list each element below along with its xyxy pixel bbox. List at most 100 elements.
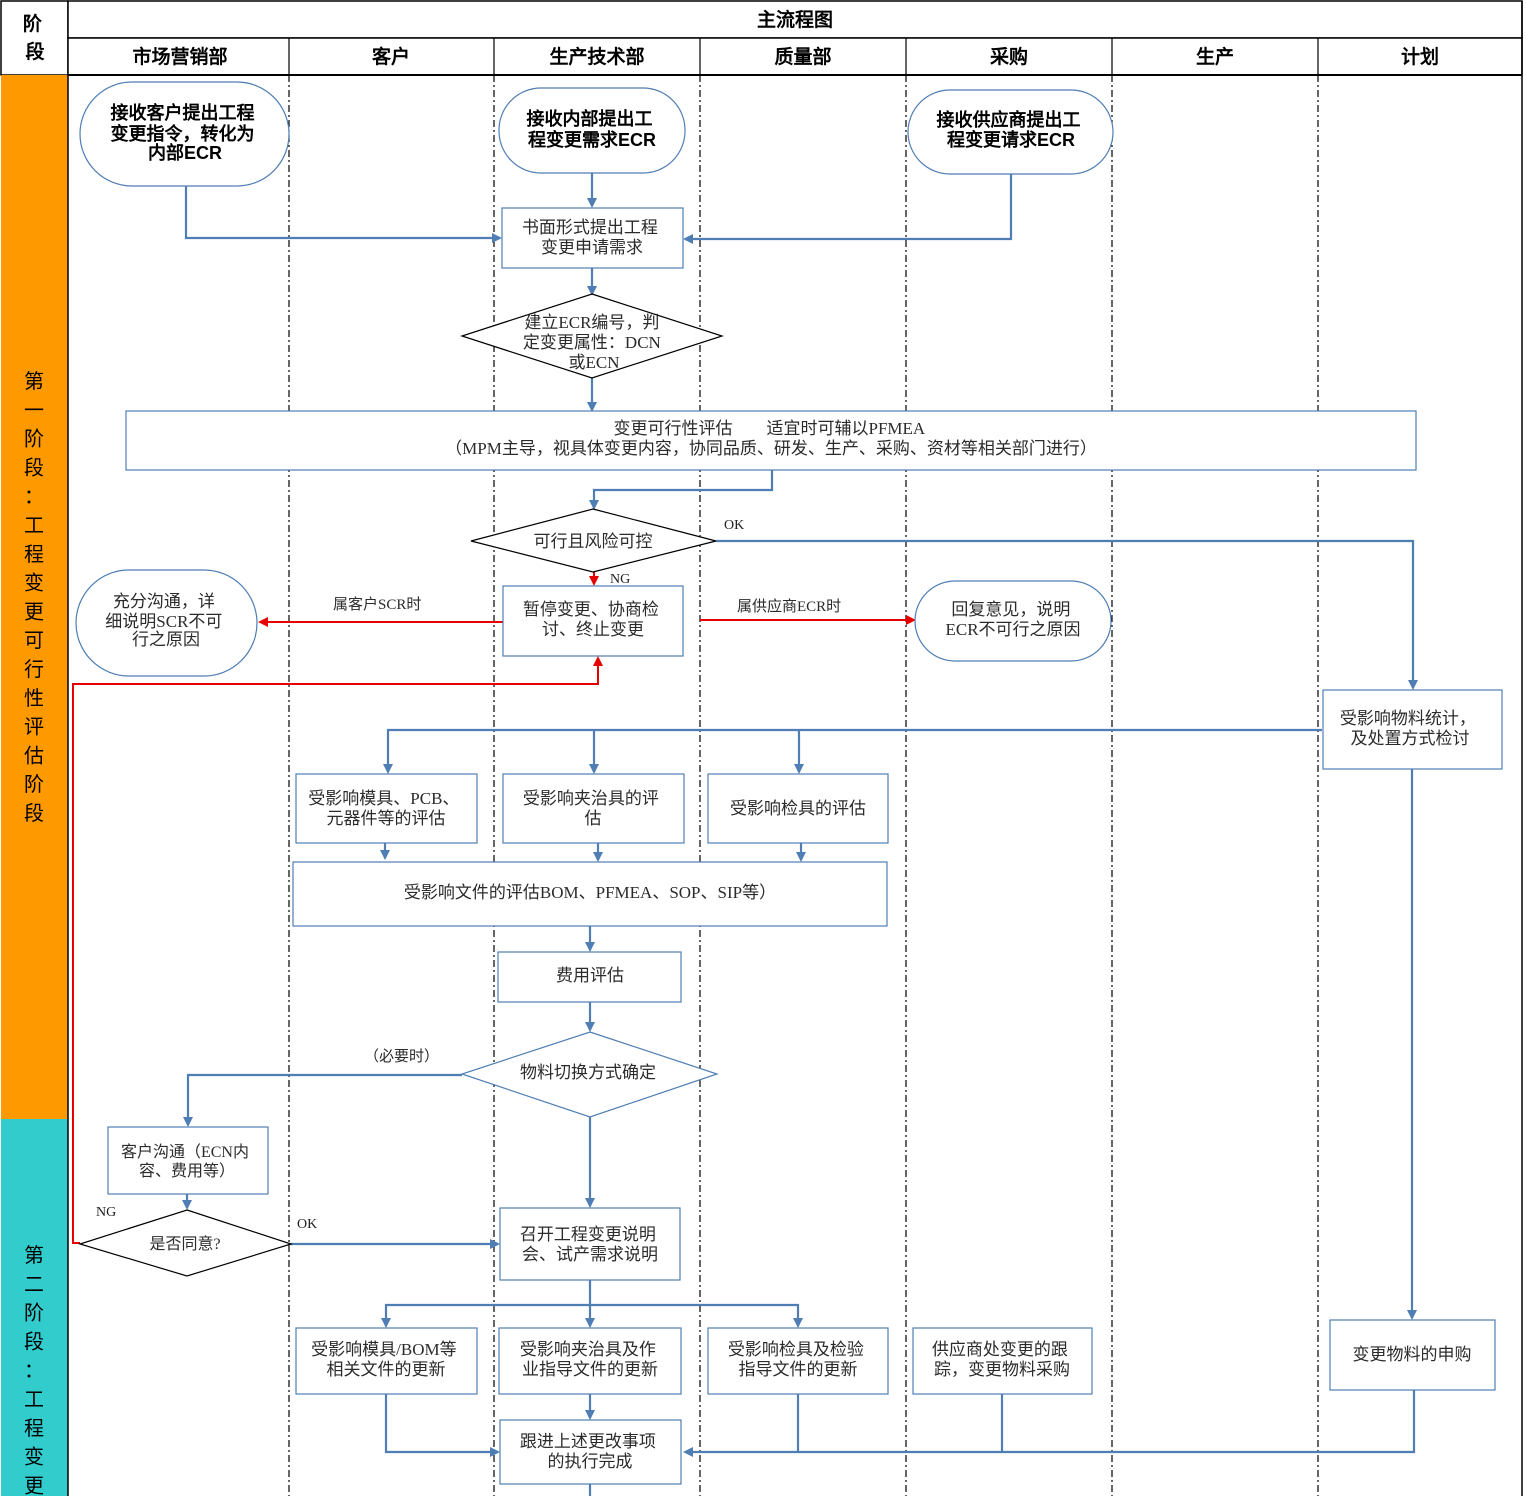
edge-meeting-to-gauge-update bbox=[590, 1303, 803, 1328]
edge-supplier-to-request bbox=[683, 174, 1013, 244]
node-agree-text: 是否同意? bbox=[149, 1234, 220, 1253]
node-start-internal bbox=[498, 87, 686, 174]
node-material-purchase bbox=[1329, 1319, 1496, 1391]
lane-header-purchasing: 采购 bbox=[990, 45, 1028, 68]
stage-label-char: 段 bbox=[24, 456, 44, 479]
lane-header-planning: 计划 bbox=[1401, 45, 1439, 68]
stage-2-band bbox=[1, 1119, 68, 1496]
node-start-customer-text: 接收客户提出工程 变更指令，转化为 内部ECR bbox=[110, 102, 259, 163]
stage-label-char: 第 bbox=[24, 370, 44, 393]
lane-header-marketing: 市场营销部 bbox=[132, 45, 227, 68]
node-cost-eval bbox=[497, 951, 682, 1003]
node-supplier-track-text: 供应商处变更的跟 踪，变更物料采购 bbox=[932, 1340, 1072, 1379]
edge-stats-branch bbox=[383, 728, 1322, 774]
node-meeting bbox=[499, 1207, 681, 1281]
stage-label-char: 行 bbox=[24, 658, 44, 681]
node-written-request bbox=[501, 207, 684, 269]
node-eval-gauge-text: 受影响检具的评估 bbox=[730, 799, 866, 818]
stage-label-char: 工 bbox=[24, 1389, 44, 1411]
node-communicate-text: 充分沟通，详 细说明SCR不可 行之原因 bbox=[105, 592, 226, 649]
stage-1-band bbox=[1, 75, 68, 1119]
stage-label-char: 二 bbox=[24, 1274, 44, 1296]
node-reply bbox=[914, 580, 1112, 662]
edge-feasibility-to-risk bbox=[589, 470, 774, 510]
stage-label-char: 段 bbox=[24, 1330, 44, 1353]
edge-label-ng1: NG bbox=[610, 572, 630, 587]
lane-header-production-tech: 生产技术部 bbox=[549, 45, 644, 68]
node-suspend-text: 暂停变更、协商检 讨、终止变更 bbox=[523, 600, 663, 639]
node-risk-control bbox=[470, 508, 717, 573]
node-meeting-text: 召开工程变更说明 会、试产需求说明 bbox=[520, 1225, 660, 1264]
node-eval-docs-text: 受影响文件的评估BOM、PFMEA、SOP、SIP等） bbox=[404, 883, 776, 902]
edge-risk-ok bbox=[716, 539, 1418, 690]
node-start-customer bbox=[79, 81, 290, 187]
stage-label-char: 段 bbox=[24, 802, 44, 825]
node-material-switch-text: 物料切换方式确定 bbox=[520, 1063, 656, 1082]
stage-label-char: 更 bbox=[24, 601, 44, 623]
node-customer-comm-text: 客户沟通（ECN内 容、费用等） bbox=[121, 1143, 253, 1180]
node-follow-up bbox=[499, 1419, 682, 1485]
stage-label-char: ： bbox=[24, 486, 44, 508]
page-title: 主流程图 bbox=[757, 8, 833, 31]
node-material-switch bbox=[460, 1031, 719, 1118]
node-customer-comm bbox=[107, 1126, 269, 1195]
stage-label-char: 工 bbox=[24, 515, 44, 537]
node-eval-mold bbox=[295, 773, 478, 844]
edge-right-updates-to-follow bbox=[683, 1390, 1416, 1457]
node-follow-up-text: 跟进上述更改事项 的执行完成 bbox=[520, 1432, 660, 1471]
edge-label-supplier-ecr: 属供应商ECR时 bbox=[737, 597, 841, 615]
node-eval-fixture-text: 受影响夹治具的评 估 bbox=[523, 789, 663, 828]
node-cost-eval-text: 费用评估 bbox=[556, 966, 624, 985]
node-eval-gauge bbox=[707, 773, 889, 844]
stage-label-char: 可 bbox=[24, 630, 44, 652]
node-feasibility-text: 变更可行性评估 适宜时可辅以PFMEA （MPM主导，视具体变更内容，协同品质、… bbox=[445, 419, 1097, 458]
stage-header-cell bbox=[0, 0, 69, 76]
node-start-supplier bbox=[907, 89, 1114, 175]
node-update-mold-text: 受影响模具/BOM等 相关文件的更新 bbox=[311, 1340, 461, 1379]
stage-label-char: 变 bbox=[24, 1446, 44, 1469]
edge-agree-ng bbox=[72, 656, 603, 1244]
node-agree bbox=[77, 1209, 293, 1277]
node-feasibility bbox=[125, 410, 1417, 471]
node-suspend bbox=[502, 585, 684, 657]
stage-label-char: 第 bbox=[24, 1244, 44, 1267]
stage-header-label: 阶 段 bbox=[23, 12, 47, 63]
edge-label-when-needed: （必要时） bbox=[364, 1048, 439, 1065]
node-communicate bbox=[75, 569, 258, 677]
node-eval-docs bbox=[292, 861, 888, 927]
node-material-stats-text: 受影响物料统计， 及处置方式检讨 bbox=[1340, 709, 1480, 748]
node-start-supplier-text: 接收供应商提出工 程变更请求ECR bbox=[936, 109, 1085, 150]
node-eval-fixture bbox=[502, 773, 685, 844]
node-material-purchase-text: 变更物料的申购 bbox=[1353, 1345, 1472, 1364]
stage-label-char: ： bbox=[24, 1360, 44, 1382]
node-reply-text: 回复意见，说明 ECR不可行之原因 bbox=[945, 600, 1080, 639]
node-ecr-number bbox=[460, 293, 724, 379]
edge-label-ok1: OK bbox=[724, 518, 744, 533]
stage-label-char: 阶 bbox=[24, 428, 44, 451]
node-risk-control-text: 可行且风险可控 bbox=[534, 532, 653, 551]
edge-customer-to-request bbox=[184, 186, 502, 243]
node-written-request-text: 书面形式提出工程 变更申请需求 bbox=[522, 218, 662, 257]
node-update-gauge-text: 受影响检具及检验 指导文件的更新 bbox=[728, 1340, 868, 1379]
stage-label-char: 程 bbox=[24, 1417, 44, 1440]
stage-label-char: 估 bbox=[24, 744, 44, 767]
node-update-fixture-text: 受影响夹治具及作 业指导文件的更新 bbox=[520, 1340, 660, 1379]
edge-label-customer-scr: 属客户SCR时 bbox=[333, 596, 421, 613]
stage-label-char: 一 bbox=[24, 400, 44, 422]
stage-label-char: 更 bbox=[24, 1475, 44, 1496]
node-eval-mold-text: 受影响模具、PCB、 元器件等的评估 bbox=[308, 789, 463, 828]
lane-header-customer: 客户 bbox=[372, 45, 410, 68]
stage-label-char: 性 bbox=[24, 687, 44, 710]
edge-mold-update-to-follow bbox=[384, 1394, 500, 1457]
edge-switch-to-customer-comm bbox=[183, 1073, 462, 1127]
stage-label-char: 变 bbox=[24, 572, 44, 595]
node-update-mold bbox=[295, 1327, 478, 1395]
stage-2-label: 第二阶段：工程变更 bbox=[24, 1244, 44, 1496]
edge-label-ok2: OK bbox=[297, 1217, 317, 1232]
node-start-internal-text: 接收内部提出工 程变更需求ECR bbox=[526, 108, 657, 150]
node-material-stats bbox=[1322, 689, 1503, 770]
lane-header-production: 生产 bbox=[1196, 45, 1234, 68]
node-update-fixture bbox=[498, 1327, 682, 1395]
stage-label-char: 评 bbox=[24, 717, 44, 739]
